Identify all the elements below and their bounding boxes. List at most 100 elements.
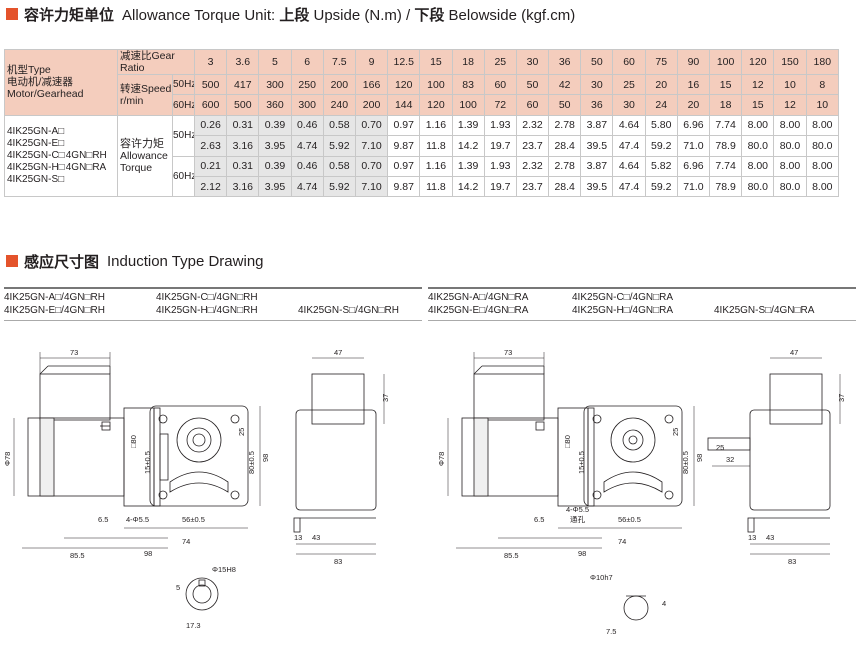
torque-cell: 11.8 [419,135,453,157]
ratio-cell: 3.6 [226,49,260,75]
dim-phi78: Φ78 [3,452,12,466]
torque-cell: 39.5 [580,175,614,198]
dim-25b-ra: 25 [716,443,724,452]
model-label-en2: Motor/Gearhead [7,88,84,101]
torque-cell: 1.39 [451,155,485,177]
speed-cell: 20 [676,94,711,116]
torque-cell: 4.64 [612,155,646,177]
torque-cell: 0.97 [387,114,421,137]
rh-front-view [149,405,249,507]
ratio-cell: 18 [451,49,485,75]
torque-cell: 78.9 [708,135,743,157]
table-row: 4IK25GN-A□4IK25GN-E□4IK25GN-C□4IK25GN-H□… [4,114,840,198]
ratio-cell: 7.5 [322,49,356,75]
section-marker-icon [6,8,18,20]
speed-cell: 18 [708,94,743,116]
dim-98b: 98 [144,549,152,558]
model-rh-a: 4IK25GN-A□/4GN□RH [4,292,105,303]
torque-title-cn: 容许力矩单位 [24,5,115,24]
hz-cell: 50Hz [172,73,195,96]
dim-43: 43 [312,533,320,542]
model-rh-s: 4IK25GN-S□/4GN□RH [298,305,399,316]
ra-side-view [461,365,595,507]
dim-through-ra: 通孔 [570,514,585,524]
speed-label1: 转速Speed [120,82,172,95]
speed-cell: 8 [805,73,840,96]
ratio-cell: 180 [805,49,840,75]
dim-shaft-rh: Φ15H8 [212,565,236,574]
ra-shaft-detail [623,595,649,621]
torque-cell: 6.96 [676,114,711,137]
ratio-cell: 150 [773,49,807,75]
motor-model: 4IK25GN-H□ [7,162,65,174]
dimension-drawings: 73 47 37 Φ78 □80 25 15±0.5 80±0.5 98 6.5… [3,348,846,636]
dim-855: 85.5 [70,551,85,560]
hz-cell: 60Hz [172,155,195,198]
dim-47: 47 [334,348,342,357]
speed-cell: 10 [773,73,807,96]
ratio-cell: 3 [193,49,228,75]
speed-cell: 83 [451,73,485,96]
torque-cell: 6.96 [676,155,711,177]
speed-cell: 10 [805,94,840,116]
torque-cell: 19.7 [483,135,517,157]
torque-cell: 0.26 [193,114,228,137]
speed-cell: 15 [741,94,775,116]
models-cell: 4IK25GN-A□4IK25GN-E□4IK25GN-C□4IK25GN-H□… [4,114,118,198]
torque-cell: 0.21 [193,155,228,177]
torque-cell: 7.10 [354,135,389,157]
ratio-cell: 30 [515,49,550,75]
ratio-cell: 6 [290,49,324,75]
model-ra-e: 4IK25GN-E□/4GN□RA [428,305,529,316]
dim-phi55-ra: 4-Φ5.5 [566,505,589,514]
torque-cell: 3.87 [580,114,614,137]
dim-37-ra: 37 [837,394,846,402]
ratio-cell: 50 [580,49,614,75]
rh-shaft-detail [185,577,219,611]
speed-cell: 24 [644,94,678,116]
speed-cell: 300 [258,73,292,96]
ratio-cell: 75 [644,49,678,75]
speed-cell: 120 [387,73,421,96]
torque-label2: Allowance [120,150,168,163]
torque-cell: 78.9 [708,175,743,198]
ratio-cell: 25 [483,49,517,75]
torque-cell: 8.00 [805,155,840,177]
dim-83-ra: 83 [788,557,796,566]
ratio-cell: 90 [676,49,711,75]
torque-cell: 2.32 [515,114,550,137]
torque-cell: 80.0 [741,175,775,198]
dim-37: 37 [381,394,390,402]
ra-front-view [583,405,683,507]
torque-title-en: Allowance Torque Unit: 上段 Upside (N.m) /… [122,5,576,24]
torque-cell: 23.7 [515,135,550,157]
dim-73-ra: 73 [504,348,512,357]
speed-cell: 25 [612,73,646,96]
torque-cell: 59.2 [644,175,678,198]
dim-key5: 5 [176,583,180,592]
ratio-label: 减速比Gear Ratio [117,49,195,75]
torque-cell: 11.8 [419,175,453,198]
model-ra-h: 4IK25GN-H□/4GN□RA [572,305,673,316]
model-rh-c: 4IK25GN-C□/4GN□RH [156,292,258,303]
speed-label2: r/min [120,94,144,107]
dim-65-ra: 6.5 [534,515,544,524]
torque-cell: 2.78 [548,155,582,177]
torque-cell: 3.87 [580,155,614,177]
torque-cell: 0.31 [226,155,260,177]
speed-cell: 50 [548,94,582,116]
dim-key4: 4 [662,599,666,608]
model-label-cn: 机型Type [7,64,51,77]
torque-cell: 8.00 [773,114,807,137]
torque-cell: 0.97 [387,155,421,177]
speed-cell: 50 [515,73,550,96]
torque-cell: 3.16 [226,175,260,198]
torque-cell: 80.0 [741,135,775,157]
speed-cell: 60 [515,94,550,116]
rh-side-view [27,365,169,507]
torque-cell: 1.16 [419,114,453,137]
model-rh-h: 4IK25GN-H□/4GN□RH [156,305,258,316]
